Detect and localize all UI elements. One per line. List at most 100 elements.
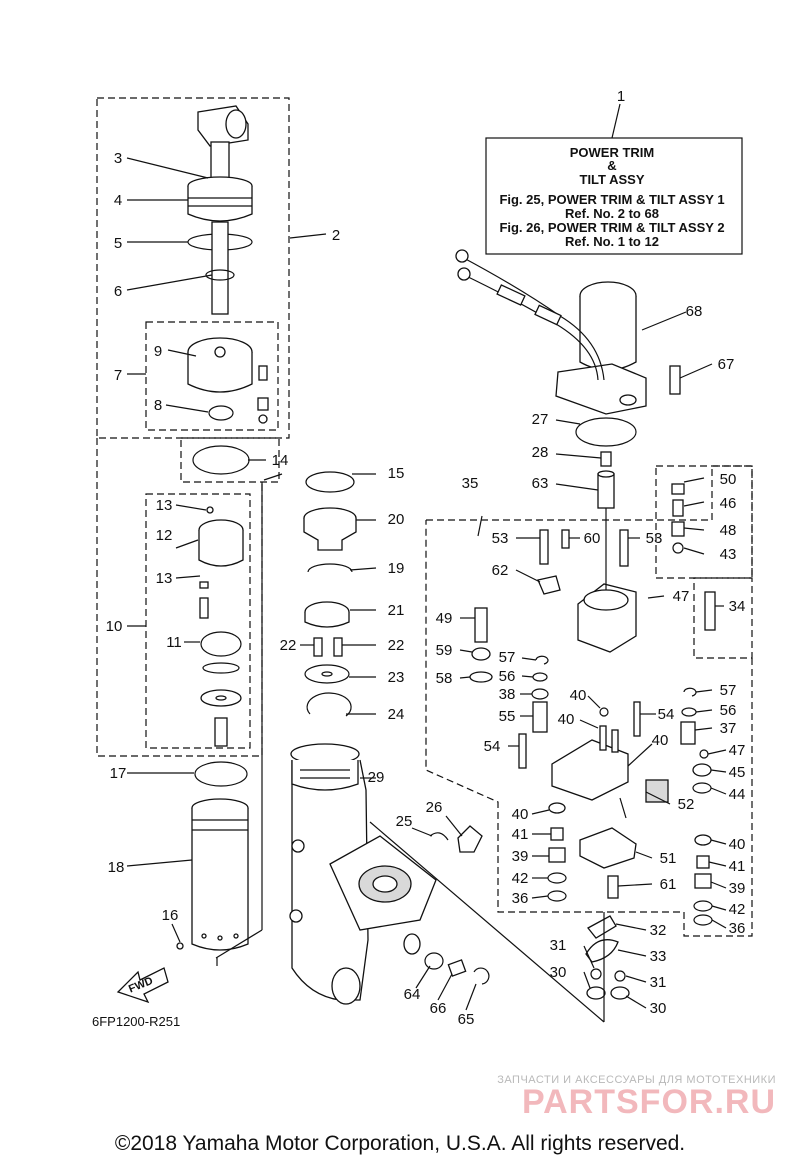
callout-22: 22: [280, 637, 297, 654]
callout-53: 53: [492, 530, 509, 547]
watermark-brand: PARTSFOR.RU: [522, 1083, 776, 1121]
callout-47: 47: [673, 588, 690, 605]
callout-20: 20: [388, 511, 405, 528]
assembly-label-box: POWER TRIM & TILT ASSY Fig. 25, POWER TR…: [485, 103, 743, 255]
callout-57b: 57: [720, 682, 737, 699]
callout-40d: 40: [512, 806, 529, 823]
callout-59: 59: [436, 642, 453, 659]
copyright-notice: ©2018 Yamaha Motor Corporation, U.S.A. A…: [115, 1132, 685, 1155]
group-box-14: [180, 437, 280, 483]
tilt-rod-assembly: [175, 105, 269, 966]
callout-40c: 40: [652, 732, 669, 749]
callout-21: 21: [388, 602, 405, 619]
callout-18: 18: [108, 859, 125, 876]
callout-47b: 47: [729, 742, 746, 759]
callout-22b: 22: [388, 637, 405, 654]
label-subtitle: TILT ASSY: [580, 172, 645, 187]
callout-43: 43: [720, 546, 737, 563]
leader-lines: [126, 157, 727, 1023]
callout-32: 32: [650, 922, 667, 939]
callout-13: 13: [156, 497, 173, 514]
callout-35: 35: [462, 475, 479, 492]
callout-65: 65: [458, 1011, 475, 1028]
callout-66: 66: [430, 1000, 447, 1017]
callout-53b: 53: [646, 530, 663, 547]
callout-17: 17: [110, 765, 127, 782]
group-box-34: [693, 577, 753, 659]
callout-38: 38: [499, 686, 516, 703]
label-line4: Ref. No. 1 to 12: [565, 234, 659, 249]
callout-40a: 40: [570, 687, 587, 704]
callout-56: 56: [499, 668, 516, 685]
label-title: POWER TRIM: [570, 145, 655, 160]
callout-49: 49: [436, 610, 453, 627]
callout-61: 61: [660, 876, 677, 893]
callout-36b: 36: [729, 920, 746, 937]
label-ampersand: &: [607, 158, 616, 173]
fwd-arrow-icon: FWD: [116, 967, 169, 1004]
callout-55: 55: [499, 708, 516, 725]
callout-30b: 30: [650, 1000, 667, 1017]
callout-44: 44: [729, 786, 746, 803]
callout-41b: 41: [729, 858, 746, 875]
callout-6: 6: [114, 283, 122, 300]
callout-27: 27: [532, 411, 549, 428]
callout-50: 50: [720, 471, 737, 488]
callout-52: 52: [678, 796, 695, 813]
callout-40b: 40: [558, 711, 575, 728]
callout-62: 62: [492, 562, 509, 579]
group-box-50: [655, 465, 753, 579]
callout-39b: 39: [729, 880, 746, 897]
callout-57: 57: [499, 649, 516, 666]
callout-23: 23: [388, 669, 405, 686]
callout-51: 51: [660, 850, 677, 867]
callout-12: 12: [156, 527, 173, 544]
callout-31: 31: [550, 937, 567, 954]
group-box-10: [145, 493, 251, 749]
drawing-code: 6FP1200-R251: [92, 1014, 180, 1029]
callout-7: 7: [114, 367, 122, 384]
callout-30: 30: [550, 964, 567, 981]
callout-54: 54: [658, 706, 675, 723]
callout-19: 19: [388, 560, 405, 577]
label-line3: Fig. 26, POWER TRIM & TILT ASSY 2: [499, 220, 724, 235]
callout-13b: 13: [156, 570, 173, 587]
callout-15: 15: [388, 465, 405, 482]
callout-64: 64: [404, 986, 421, 1003]
group-box-7: [145, 321, 279, 431]
callout-37: 37: [720, 720, 737, 737]
callout-56b: 56: [720, 702, 737, 719]
callout-25: 25: [396, 813, 413, 830]
tilt-cylinder-assembly: [289, 471, 490, 1005]
callout-46: 46: [720, 495, 737, 512]
callout-68: 68: [686, 303, 703, 320]
callout-24: 24: [388, 706, 405, 723]
callout-11: 11: [166, 634, 182, 651]
callout-40e: 40: [729, 836, 746, 853]
callout-58: 58: [436, 670, 453, 687]
callout-4: 4: [114, 192, 122, 209]
callout-63: 63: [532, 475, 549, 492]
callout-8: 8: [154, 397, 162, 414]
callout-16: 16: [162, 907, 179, 924]
watermark-tagline: ЗАПЧАСТИ И АКСЕССУАРЫ ДЛЯ МОТОТЕХНИКИ: [497, 1074, 776, 1086]
callout-28: 28: [532, 444, 549, 461]
callout-33: 33: [650, 948, 667, 965]
callout-29: 29: [368, 769, 385, 786]
callout-36: 36: [512, 890, 529, 907]
label-line1: Fig. 25, POWER TRIM & TILT ASSY 1: [499, 192, 724, 207]
callout-31b: 31: [650, 974, 667, 991]
callout-1: 1: [617, 88, 625, 105]
callout-9: 9: [154, 343, 162, 360]
callout-54b: 54: [484, 738, 501, 755]
callout-2: 2: [332, 227, 340, 244]
callout-26: 26: [426, 799, 443, 816]
motor-pump-assembly: [455, 249, 716, 1000]
callout-48: 48: [720, 522, 737, 539]
group-box-35: [426, 465, 753, 578]
callout-42: 42: [512, 870, 529, 887]
callout-10: 10: [106, 618, 123, 635]
callout-41: 41: [512, 826, 529, 843]
